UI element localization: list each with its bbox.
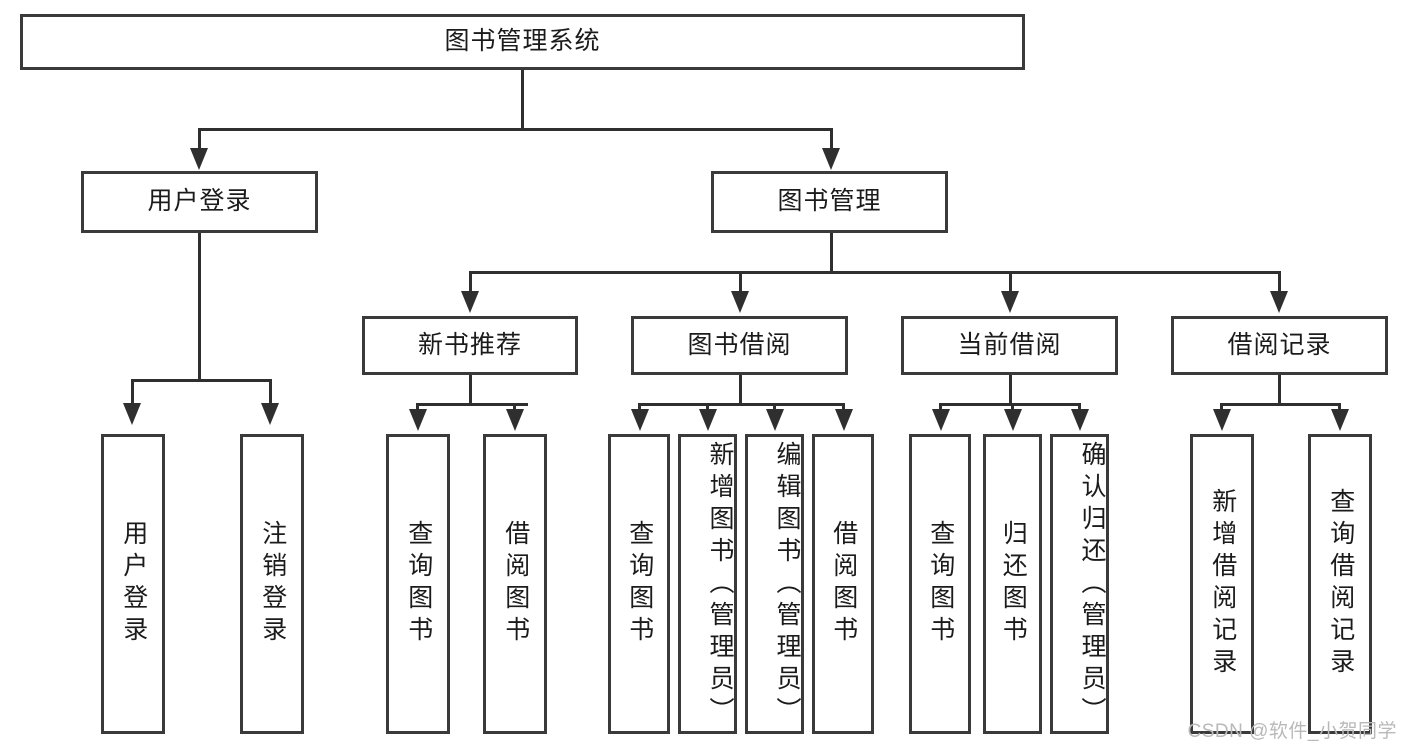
node-leaf-borrow-book-1[interactable]: 借阅图书 bbox=[483, 434, 547, 734]
node-borrow-record[interactable]: 借阅记录 bbox=[1171, 316, 1388, 375]
arrow-to-leaf-add-record bbox=[1213, 409, 1231, 431]
arrow-to-leaf-query-book-3 bbox=[932, 409, 950, 431]
node-leaf-return-book[interactable]: 归还图书 bbox=[983, 434, 1042, 734]
node-book-manage-label: 图书管理 bbox=[777, 187, 882, 216]
arrow-to-leaf-logout bbox=[261, 403, 279, 425]
connector-bb-drop-3 bbox=[773, 403, 776, 413]
arrow-to-leaf-query-record bbox=[1331, 409, 1349, 431]
connector-bookmanage-trunk bbox=[830, 233, 833, 273]
node-leaf-edit-book-label: 编辑图书（管理员） bbox=[773, 441, 801, 729]
arrow-to-leaf-add-book bbox=[699, 409, 717, 431]
node-leaf-return-book-label: 归还图书 bbox=[999, 520, 1028, 648]
connector-currentborrow-trunk bbox=[1009, 375, 1012, 405]
connector-root-trunk bbox=[521, 70, 524, 130]
arrow-to-book-borrow bbox=[731, 291, 749, 313]
node-new-book-rec[interactable]: 新书推荐 bbox=[362, 316, 578, 375]
connector-currentborrow-bus bbox=[939, 403, 1081, 406]
connector-cb-drop-1 bbox=[939, 403, 942, 413]
connector-bookborrow-bus bbox=[638, 403, 845, 406]
arrow-to-current-borrow bbox=[1001, 291, 1019, 313]
arrow-to-new-book-rec bbox=[461, 291, 479, 313]
connector-br-drop-1 bbox=[1220, 403, 1223, 413]
connector-borrowrecord-bus bbox=[1220, 403, 1341, 406]
node-leaf-query-record-label: 查询借阅记录 bbox=[1326, 488, 1355, 680]
arrow-to-leaf-query-book-1 bbox=[409, 409, 427, 431]
arrow-to-leaf-edit-book bbox=[766, 409, 784, 431]
node-leaf-query-book-2[interactable]: 查询图书 bbox=[608, 434, 670, 734]
arrow-to-leaf-user-login bbox=[123, 403, 141, 425]
connector-root-drop-left bbox=[198, 128, 201, 150]
node-leaf-add-record-label: 新增借阅记录 bbox=[1208, 488, 1237, 680]
node-book-manage[interactable]: 图书管理 bbox=[711, 171, 948, 233]
node-leaf-add-record[interactable]: 新增借阅记录 bbox=[1190, 434, 1254, 734]
node-root-label: 图书管理系统 bbox=[444, 27, 601, 56]
node-leaf-logout-label: 注销登录 bbox=[258, 520, 287, 648]
node-leaf-add-book-label: 新增图书（管理员） bbox=[706, 441, 734, 729]
arrow-to-leaf-confirm-return bbox=[1071, 409, 1089, 431]
arrow-to-leaf-return-book bbox=[1004, 409, 1022, 431]
node-leaf-logout[interactable]: 注销登录 bbox=[240, 434, 304, 734]
connector-br-drop-2 bbox=[1338, 403, 1341, 413]
connector-bm-drop-4 bbox=[1278, 271, 1281, 293]
node-borrow-record-label: 借阅记录 bbox=[1227, 330, 1332, 359]
node-leaf-query-book-3-label: 查询图书 bbox=[926, 520, 955, 648]
node-book-borrow-label: 图书借阅 bbox=[687, 330, 792, 359]
connector-nb-drop-1 bbox=[416, 403, 419, 413]
connector-cb-drop-3 bbox=[1078, 403, 1081, 413]
node-leaf-confirm-return[interactable]: 确认归还（管理员） bbox=[1050, 434, 1109, 734]
node-user-login-label: 用户登录 bbox=[147, 187, 252, 216]
connector-nb-drop-2 bbox=[513, 403, 516, 413]
connector-root-drop-right bbox=[830, 128, 833, 150]
node-leaf-borrow-book-2-label: 借阅图书 bbox=[829, 520, 858, 648]
node-leaf-query-book-3[interactable]: 查询图书 bbox=[909, 434, 971, 734]
node-leaf-query-book-1[interactable]: 查询图书 bbox=[386, 434, 450, 734]
arrow-to-book-manage bbox=[822, 148, 840, 170]
node-leaf-user-login-label: 用户登录 bbox=[119, 520, 148, 648]
node-leaf-add-book[interactable]: 新增图书（管理员） bbox=[678, 434, 737, 734]
node-user-login[interactable]: 用户登录 bbox=[81, 171, 318, 233]
node-root[interactable]: 图书管理系统 bbox=[20, 14, 1025, 70]
connector-borrowrecord-trunk bbox=[1278, 375, 1281, 405]
arrow-to-leaf-query-book-2 bbox=[631, 409, 649, 431]
connector-bb-drop-1 bbox=[638, 403, 641, 413]
node-current-borrow[interactable]: 当前借阅 bbox=[901, 316, 1118, 375]
connector-bm-drop-1 bbox=[469, 271, 472, 293]
connector-bookborrow-trunk bbox=[739, 375, 742, 405]
connector-bb-drop-4 bbox=[842, 403, 845, 413]
node-leaf-query-record[interactable]: 查询借阅记录 bbox=[1308, 434, 1372, 734]
connector-newbook-bus bbox=[416, 403, 528, 406]
node-leaf-query-book-1-label: 查询图书 bbox=[404, 520, 433, 648]
node-new-book-rec-label: 新书推荐 bbox=[417, 330, 522, 359]
connector-userlogin-bus bbox=[131, 379, 271, 382]
connector-bm-drop-3 bbox=[1009, 271, 1012, 293]
connector-bookmanage-bus bbox=[469, 271, 1281, 274]
node-current-borrow-label: 当前借阅 bbox=[957, 330, 1062, 359]
connector-ul-drop-2 bbox=[269, 379, 272, 405]
node-leaf-edit-book[interactable]: 编辑图书（管理员） bbox=[745, 434, 804, 734]
watermark: CSDN @软件_小贺同学 bbox=[1187, 721, 1397, 742]
node-leaf-user-login[interactable]: 用户登录 bbox=[101, 434, 165, 734]
node-leaf-borrow-book-2[interactable]: 借阅图书 bbox=[812, 434, 874, 734]
arrow-to-leaf-borrow-book-2 bbox=[835, 409, 853, 431]
connector-newbook-trunk bbox=[469, 375, 472, 405]
connector-root-bus bbox=[198, 128, 833, 131]
arrow-to-user-login bbox=[190, 148, 208, 170]
arrow-to-leaf-borrow-book-1 bbox=[506, 409, 524, 431]
connector-userlogin-trunk bbox=[198, 233, 201, 381]
node-leaf-query-book-2-label: 查询图书 bbox=[625, 520, 654, 648]
node-leaf-confirm-return-label: 确认归还（管理员） bbox=[1078, 441, 1106, 729]
node-book-borrow[interactable]: 图书借阅 bbox=[631, 316, 848, 375]
connector-ul-drop-1 bbox=[131, 379, 134, 405]
connector-cb-drop-2 bbox=[1011, 403, 1014, 413]
node-leaf-borrow-book-1-label: 借阅图书 bbox=[501, 520, 530, 648]
arrow-to-borrow-record bbox=[1270, 291, 1288, 313]
connector-bm-drop-2 bbox=[739, 271, 742, 293]
connector-bb-drop-2 bbox=[706, 403, 709, 413]
